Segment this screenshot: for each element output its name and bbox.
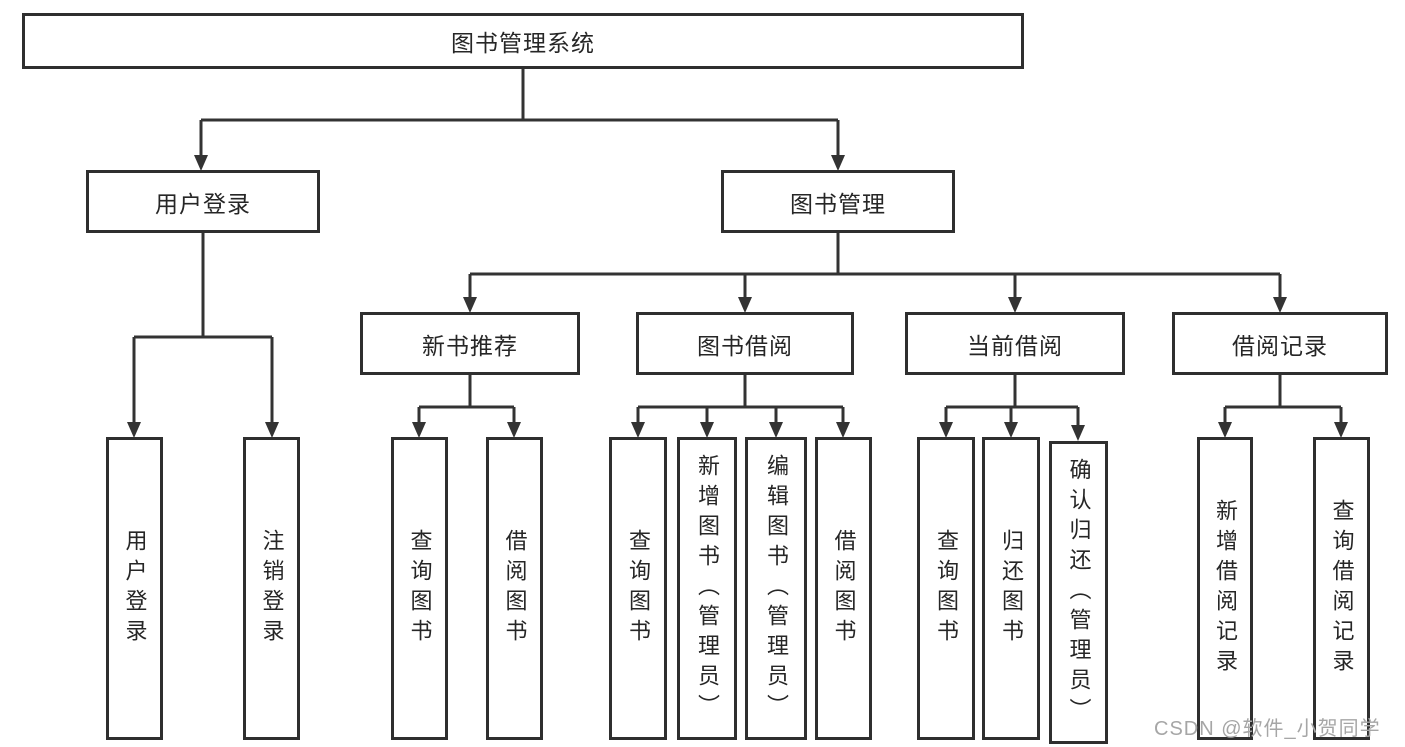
- arrowhead: [463, 297, 477, 313]
- arrowhead: [412, 422, 426, 438]
- leaf-borrow-books-recommend: 借阅图书: [486, 437, 543, 740]
- node-book-borrowing: 图书借阅: [636, 312, 854, 375]
- node-label: 查询图书: [407, 528, 433, 649]
- node-label: 新增图书（管理员）: [695, 453, 720, 724]
- leaf-query-books-recommend: 查询图书: [391, 437, 448, 740]
- arrowhead: [1218, 422, 1232, 438]
- node-label: 用户登录: [122, 528, 148, 649]
- arrowhead: [1071, 425, 1085, 441]
- node-label: 注销登录: [259, 528, 285, 649]
- connector-book-management-branch: [463, 233, 1287, 313]
- node-label: 编辑图书（管理员）: [764, 453, 789, 724]
- arrowhead: [831, 155, 845, 171]
- node-current-borrowing: 当前借阅: [905, 312, 1125, 375]
- leaf-borrow-books-borrowing: 借阅图书: [815, 437, 872, 740]
- arrowhead: [1004, 422, 1018, 438]
- node-label: 查询借阅记录: [1329, 498, 1355, 679]
- node-book-management: 图书管理: [721, 170, 955, 233]
- node-label: 图书管理系统: [451, 30, 595, 56]
- leaf-return-books: 归还图书: [982, 437, 1040, 740]
- leaf-logout: 注销登录: [243, 437, 300, 740]
- arrowhead: [700, 422, 714, 438]
- arrowhead: [769, 422, 783, 438]
- node-label: 确认归还（管理员）: [1066, 457, 1092, 728]
- node-label: 查询图书: [934, 528, 959, 649]
- leaf-query-books-borrowing: 查询图书: [609, 437, 667, 740]
- node-label: 查询图书: [626, 528, 651, 649]
- arrowhead: [939, 422, 953, 438]
- connector-current-borrowing-branch: [939, 375, 1085, 441]
- leaf-confirm-return-admin: 确认归还（管理员）: [1049, 441, 1108, 744]
- connector-user-login-branch: [127, 233, 279, 438]
- node-label: 图书借阅: [697, 332, 793, 359]
- leaf-edit-book-admin: 编辑图书（管理员）: [745, 437, 807, 740]
- node-label: 借阅记录: [1232, 332, 1328, 359]
- csdn-watermark: CSDN @软件_小贺同学: [1154, 718, 1381, 740]
- arrowhead: [1008, 297, 1022, 313]
- node-label: 当前借阅: [967, 332, 1063, 359]
- arrowhead: [127, 422, 141, 438]
- leaf-add-borrow-record: 新增借阅记录: [1197, 437, 1253, 740]
- node-label: 归还图书: [999, 528, 1024, 649]
- node-user-login: 用户登录: [86, 170, 320, 233]
- arrowhead: [836, 422, 850, 438]
- arrowhead: [507, 422, 521, 438]
- connector-root-branch: [194, 66, 845, 171]
- connector-new-book-branch: [412, 375, 521, 438]
- arrowhead: [631, 422, 645, 438]
- node-label: 借阅图书: [831, 528, 857, 649]
- node-library-system: 图书管理系统: [22, 13, 1024, 69]
- node-label: 新书推荐: [422, 332, 518, 359]
- node-label: 图书管理: [790, 190, 886, 217]
- arrowhead: [1273, 297, 1287, 313]
- arrowhead: [265, 422, 279, 438]
- node-borrowing-records: 借阅记录: [1172, 312, 1388, 375]
- arrowhead: [194, 155, 208, 171]
- leaf-query-borrow-record: 查询借阅记录: [1313, 437, 1370, 740]
- leaf-query-books-current: 查询图书: [917, 437, 975, 740]
- leaf-user-login: 用户登录: [106, 437, 163, 740]
- node-label: 用户登录: [155, 190, 251, 217]
- connector-book-borrowing-branch: [631, 375, 850, 438]
- node-label: 新增借阅记录: [1213, 498, 1238, 679]
- arrowhead: [1334, 422, 1348, 438]
- node-new-book-recommend: 新书推荐: [360, 312, 580, 375]
- arrowhead: [738, 297, 752, 313]
- connector-borrowing-records-branch: [1218, 375, 1348, 438]
- node-label: 借阅图书: [502, 528, 528, 649]
- leaf-add-book-admin: 新增图书（管理员）: [677, 437, 737, 740]
